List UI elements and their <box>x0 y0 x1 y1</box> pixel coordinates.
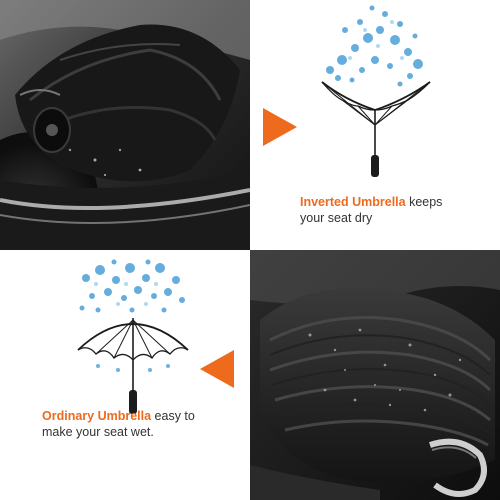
photo-inverted-umbrella-in-car <box>0 0 250 250</box>
caption-inverted-line1: keeps <box>405 195 443 209</box>
caption-inverted-highlight: Inverted Umbrella <box>300 195 406 209</box>
caption-ordinary-line2: make your seat wet. <box>42 425 154 439</box>
caption-ordinary-highlight: Ordinary Umbrella <box>42 409 152 423</box>
car-seat-photo <box>250 250 500 500</box>
inverted-umbrella-icon <box>321 5 431 177</box>
photo-wet-umbrella-on-seat <box>250 250 500 500</box>
caption-inverted: Inverted Umbrella keeps your seat dry <box>300 194 442 226</box>
triangle-left-icon <box>200 350 234 388</box>
car-interior-photo <box>0 0 250 250</box>
ordinary-umbrella-icon <box>77 259 189 414</box>
caption-ordinary: Ordinary Umbrella easy to make your seat… <box>42 408 195 440</box>
caption-ordinary-line1: easy to <box>151 409 195 423</box>
caption-inverted-line2: your seat dry <box>300 211 373 225</box>
triangle-right-icon <box>263 108 297 146</box>
